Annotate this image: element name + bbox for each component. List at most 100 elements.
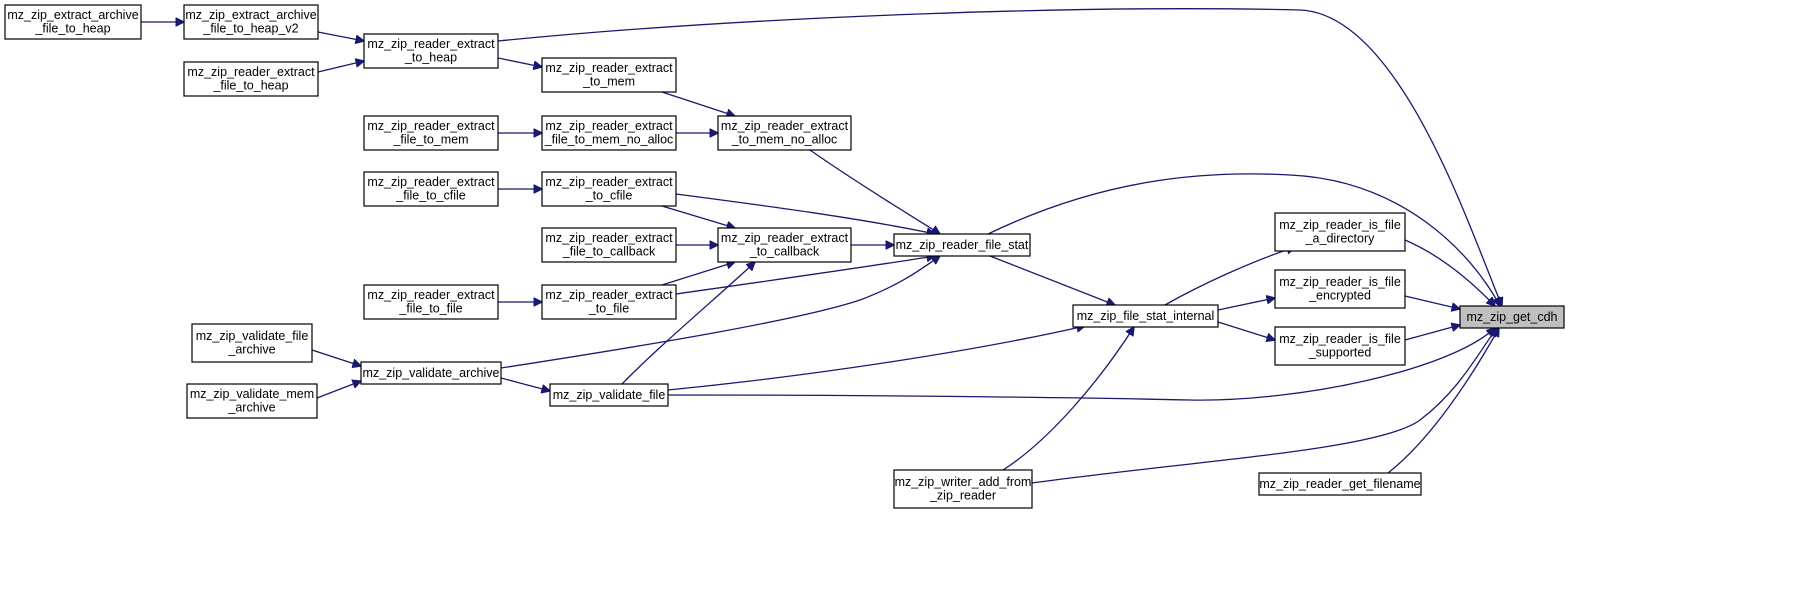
node-box [541,171,677,207]
node-reader-extract-file-to-file[interactable]: mz_zip_reader_extract_file_to_file [363,284,499,320]
edge-validate-file-to-reader-extract-to-callback [621,262,755,385]
node-label: _archive [227,401,275,415]
edge-reader-is-file-encrypted-to-get-cdh [1404,295,1460,309]
node-validate-file-archive[interactable]: mz_zip_validate_file_archive [191,323,313,363]
edge-file-stat-internal-to-reader-is-file-supported [1217,321,1275,340]
node-box [541,115,677,151]
node-reader-extract-file-to-mem[interactable]: mz_zip_reader_extract_file_to_mem [363,115,499,151]
node-reader-extract-to-callback[interactable]: mz_zip_reader_extract_to_callback [717,227,852,263]
node-reader-is-file-supported[interactable]: mz_zip_reader_is_file_supported [1274,326,1406,366]
node-reader-extract-to-cfile[interactable]: mz_zip_reader_extract_to_cfile [541,171,677,207]
node-get-cdh[interactable]: mz_zip_get_cdh [1459,305,1565,329]
edge-validate-file-to-get-cdh [667,328,1495,401]
node-label: mz_zip_reader_extract [721,231,849,245]
node-label: mz_zip_reader_is_file [1279,332,1401,346]
node-box [1459,305,1565,329]
node-label: _zip_reader [929,489,996,503]
node-reader-is-file-encrypted[interactable]: mz_zip_reader_is_file_encrypted [1274,269,1406,309]
node-box [363,33,499,69]
node-box [1274,212,1406,252]
node-label: mz_zip_reader_is_file [1279,218,1401,232]
node-label: mz_zip_reader_extract [367,119,495,133]
edge-reader-extract-file-to-heap-to-reader-extract-to-heap [317,61,364,73]
edge-reader-extract-to-heap-to-get-cdh [497,8,1502,306]
node-box [1274,326,1406,366]
edge-reader-extract-to-file-to-reader-extract-to-callback [661,262,735,286]
node-label: mz_zip_writer_add_from [895,475,1032,489]
node-label: mz_zip_reader_get_filename [1259,477,1420,491]
node-box [183,4,319,40]
node-box [717,115,852,151]
node-label: mz_zip_reader_is_file [1279,275,1401,289]
nodes-layer: mz_zip_extract_archive_file_to_heapmz_zi… [4,4,1565,509]
edge-validate-mem-archive-to-validate-archive [316,381,361,399]
node-reader-extract-to-file[interactable]: mz_zip_reader_extract_to_file [541,284,677,320]
edge-writer-add-from-zip-reader-to-file-stat-internal [1002,327,1134,471]
edge-reader-extract-to-file-to-reader-file-stat [675,256,935,295]
node-box [1274,269,1406,309]
node-box [183,61,319,97]
edge-file-stat-internal-to-reader-is-file-encrypted [1217,298,1275,311]
node-file-stat-internal[interactable]: mz_zip_file_stat_internal [1072,304,1219,328]
node-label: mz_zip_reader_extract [545,175,673,189]
node-extract-archive-file-to-heap[interactable]: mz_zip_extract_archive_file_to_heap [4,4,142,40]
node-box [363,171,499,207]
node-validate-archive[interactable]: mz_zip_validate_archive [360,361,502,385]
node-reader-extract-file-to-heap[interactable]: mz_zip_reader_extract_file_to_heap [183,61,319,97]
node-label: mz_zip_reader_extract [545,288,673,302]
node-label: _supported [1308,346,1372,360]
node-reader-extract-file-to-callback[interactable]: mz_zip_reader_extract_file_to_callback [541,227,677,263]
node-label: _file_to_heap_v2 [202,22,298,36]
node-box [191,323,313,363]
node-reader-extract-file-to-cfile[interactable]: mz_zip_reader_extract_file_to_cfile [363,171,499,207]
node-label: _file_to_mem_no_alloc [544,133,674,147]
node-box [186,383,318,419]
node-label: mz_zip_validate_file [553,388,666,402]
edge-reader-file-stat-to-file-stat-internal [989,255,1115,305]
node-reader-is-file-a-directory[interactable]: mz_zip_reader_is_file_a_directory [1274,212,1406,252]
edge-reader-extract-to-heap-to-reader-extract-to-mem [497,57,542,67]
node-label: mz_zip_reader_file_stat [896,238,1029,252]
node-label: _encrypted [1308,289,1371,303]
node-label: mz_zip_get_cdh [1466,310,1557,324]
node-label: mz_zip_validate_mem [190,387,314,401]
node-writer-add-from-zip-reader[interactable]: mz_zip_writer_add_from_zip_reader [893,469,1033,509]
node-label: mz_zip_reader_extract [367,175,495,189]
node-label: _to_cfile [585,189,633,203]
node-label: _to_file [588,302,629,316]
node-box [541,284,677,320]
edge-file-stat-internal-to-reader-is-file-a-directory [1164,247,1295,306]
node-label: mz_zip_extract_archive [7,8,138,22]
node-extract-archive-file-to-heap-v2[interactable]: mz_zip_extract_archive_file_to_heap_v2 [183,4,319,40]
node-label: mz_zip_reader_extract [545,231,673,245]
node-reader-extract-to-heap[interactable]: mz_zip_reader_extract_to_heap [363,33,499,69]
edge-reader-extract-to-mem-to-reader-extract-to-mem-no-alloc [661,91,735,116]
edge-reader-extract-to-cfile-to-reader-file-stat [675,193,935,234]
node-label: _a_directory [1305,232,1376,246]
node-label: mz_zip_reader_extract [721,119,849,133]
edge-validate-file-to-file-stat-internal [667,326,1085,391]
node-reader-extract-file-to-mem-no-alloc[interactable]: mz_zip_reader_extract_file_to_mem_no_all… [541,115,677,151]
node-label: _to_callback [749,245,820,259]
node-reader-extract-to-mem-no-alloc[interactable]: mz_zip_reader_extract_to_mem_no_alloc [717,115,852,151]
node-reader-get-filename[interactable]: mz_zip_reader_get_filename [1258,472,1422,496]
node-label: _file_to_heap [212,79,288,93]
node-box [893,233,1031,257]
node-box [1258,472,1422,496]
node-label: mz_zip_reader_extract [187,65,315,79]
node-label: _file_to_heap [34,22,110,36]
node-box [1072,304,1219,328]
node-reader-file-stat[interactable]: mz_zip_reader_file_stat [893,233,1031,257]
node-box [4,4,142,40]
node-label: mz_zip_reader_extract [367,288,495,302]
node-label: _file_to_callback [562,245,656,259]
node-reader-extract-to-mem[interactable]: mz_zip_reader_extract_to_mem [541,57,677,93]
node-label: mz_zip_reader_extract [545,61,673,75]
edge-extract-archive-file-to-heap-v2-to-reader-extract-to-heap [317,31,364,41]
node-label: mz_zip_file_stat_internal [1077,309,1215,323]
edge-reader-file-stat-to-get-cdh [987,173,1500,306]
node-validate-file[interactable]: mz_zip_validate_file [549,383,669,407]
node-validate-mem-archive[interactable]: mz_zip_validate_mem_archive [186,383,318,419]
node-box [360,361,502,385]
